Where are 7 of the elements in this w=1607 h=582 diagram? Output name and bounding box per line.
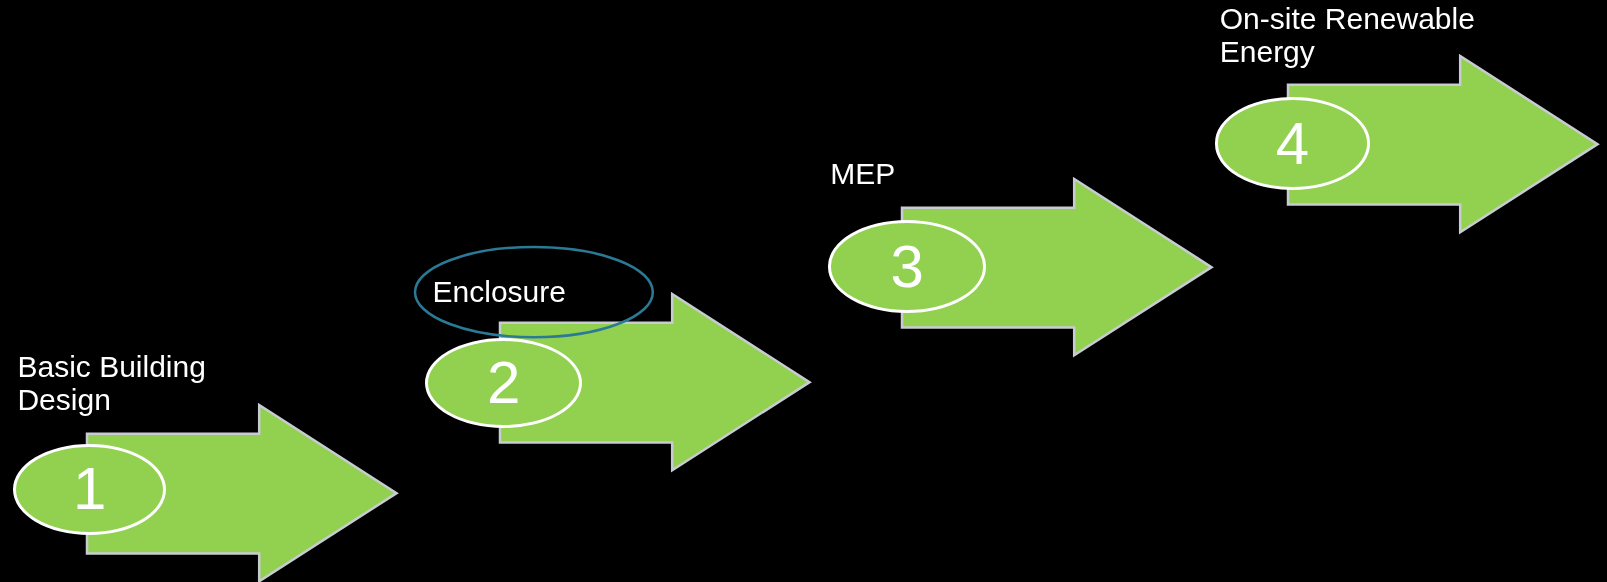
step-title: Enclosure [432,274,567,308]
step-number-circle: 2 [425,338,583,429]
step-title: Basic Building Design [17,349,207,416]
step-title: MEP [830,156,897,190]
step-number-circle: 3 [828,220,987,313]
step-title: On-site Renewable Energy [1219,2,1476,69]
step-number-circle: 4 [1214,97,1371,190]
